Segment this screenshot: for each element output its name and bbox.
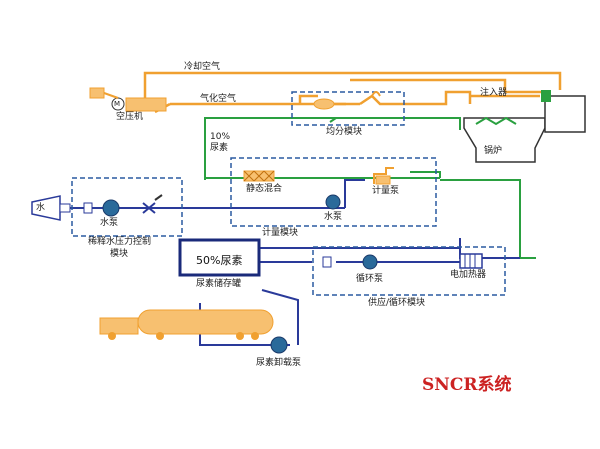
vaporizing-air-label: 气化空气	[200, 94, 237, 104]
pumps	[102, 194, 378, 354]
distribution-valves	[313, 91, 381, 110]
metering-pump-label: 计量泵	[372, 186, 400, 196]
static-mixer	[243, 170, 275, 182]
supply-module-box	[312, 246, 506, 296]
injector-label: 注入器	[480, 88, 508, 98]
air-compressor	[89, 87, 167, 112]
electric-heater-label: 电加热器	[450, 270, 487, 280]
urea-10-line2: 尿素	[210, 143, 229, 153]
dilution-module-box	[71, 177, 183, 237]
circulation-pump-label: 循环泵	[356, 274, 384, 284]
diagram-title: SNCR系统	[422, 375, 512, 395]
dilution-module-label-2: 模块	[110, 249, 129, 259]
metering-module-label: 计量模块	[262, 228, 299, 238]
water-inlet	[31, 195, 71, 221]
module-boxes	[71, 91, 506, 296]
distribution-module-box	[291, 91, 405, 126]
urea-10-riser	[204, 117, 461, 180]
cooling-air-label: 冷却空气	[184, 62, 221, 72]
water-pump-metering-label: 水泵	[324, 212, 343, 222]
urea-storage-tank-label: 尿素储存罐	[196, 279, 242, 289]
distribution-module-label: 均分模块	[326, 127, 363, 137]
air-compressor-label: 空压机	[116, 112, 144, 122]
metering-module-box	[230, 157, 437, 227]
water-label: 水	[36, 203, 46, 213]
supply-module-label: 供应/循环模块	[368, 298, 426, 308]
urea-storage-tank	[178, 238, 261, 277]
dilution-module-label-1: 稀释水压力控制	[88, 237, 152, 247]
electric-heater	[459, 253, 483, 269]
valves	[83, 194, 332, 268]
urea-truck	[99, 309, 274, 340]
boiler	[463, 90, 586, 163]
urea-50-label: 50%尿素	[196, 254, 243, 267]
urea-10-line1: 10%	[210, 132, 231, 142]
vaporizing-air-line-b	[359, 90, 472, 106]
motor-label: M	[114, 100, 121, 108]
unloading-pump-label: 尿素卸载泵	[256, 358, 302, 368]
cooling-air-line	[143, 71, 562, 104]
cooling-air-branch	[350, 78, 507, 92]
water-pump-dilution-label: 水泵	[100, 218, 119, 228]
static-mixer-label: 静态混合	[246, 184, 283, 194]
boiler-label: 锅炉	[484, 146, 503, 156]
metering-pump	[373, 167, 394, 185]
